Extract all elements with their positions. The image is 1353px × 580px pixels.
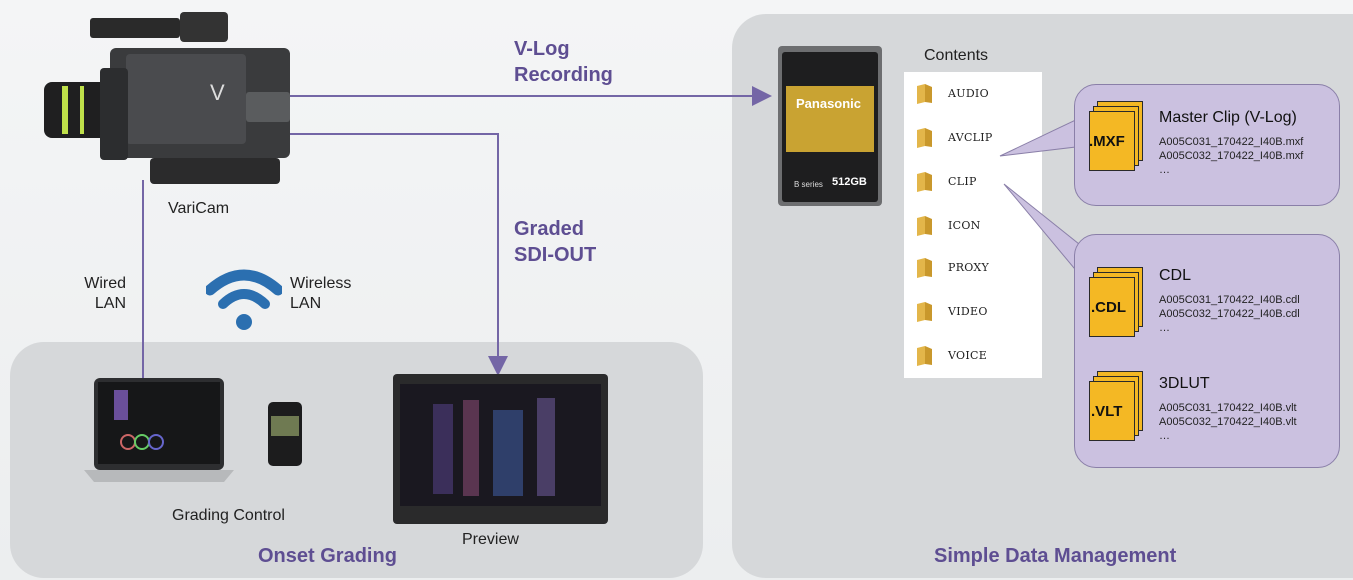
preview-label: Preview xyxy=(462,531,519,548)
vlt-file-2: A005C032_170422_I40B.vlt xyxy=(1159,416,1297,428)
folder-icon xyxy=(917,346,932,366)
folder-icon xyxy=(917,128,932,148)
card-series: B series xyxy=(794,180,823,189)
varicam-label: VariCam xyxy=(168,200,230,217)
cdl-file-icon: .CDL xyxy=(1089,267,1149,345)
cdl-file-1: A005C031_170422_I40B.cdl xyxy=(1159,294,1300,306)
folder-icon xyxy=(917,172,932,192)
folder-label: VIDEO xyxy=(948,305,988,318)
vlog-recording-label: V-Log Recording xyxy=(514,38,613,86)
mxf-file-2: A005C032_170422_I40B.mxf xyxy=(1159,150,1304,162)
folder-list: AUDIO AVCLIP CLIP ICON PROXY VIDEO VOICE xyxy=(904,72,1042,378)
cdl-file-more: … xyxy=(1159,322,1170,334)
card-capacity: 512GB xyxy=(832,176,867,188)
cdl-title: CDL xyxy=(1159,267,1192,284)
mxf-file-icon: .MXF xyxy=(1089,101,1149,179)
preview-monitor-image xyxy=(393,374,608,524)
sdi-out-arrow xyxy=(270,133,508,376)
vlt-file-icon: .VLT xyxy=(1089,371,1149,449)
grading-control-label: Grading Control xyxy=(172,507,285,524)
onset-grading-title: Onset Grading xyxy=(258,545,397,567)
wifi-icon xyxy=(204,264,284,336)
vlt-file-1: A005C031_170422_I40B.vlt xyxy=(1159,402,1297,414)
master-clip-callout: .MXF Master Clip (V-Log) A005C031_170422… xyxy=(1074,84,1340,206)
folder-label: AUDIO xyxy=(948,87,989,100)
wired-lan-label: Wired LAN xyxy=(84,275,126,312)
mxf-title: Master Clip (V-Log) xyxy=(1159,109,1297,126)
folder-icon xyxy=(917,302,932,322)
mxf-file-more: … xyxy=(1159,164,1170,176)
phone-image xyxy=(268,402,302,466)
graded-sdi-out-label: Graded SDI-OUT xyxy=(514,218,597,266)
vlt-file-more: … xyxy=(1159,430,1170,442)
mxf-file-1: A005C031_170422_I40B.mxf xyxy=(1159,136,1304,148)
contents-label: Contents xyxy=(924,47,989,64)
folder-icon xyxy=(917,216,932,236)
laptop-image xyxy=(84,376,234,486)
cdl-ext: .CDL xyxy=(1091,299,1126,316)
folder-label: CLIP xyxy=(948,175,977,188)
simple-data-management-title: Simple Data Management xyxy=(934,545,1177,567)
mxf-ext: .MXF xyxy=(1089,133,1125,150)
wireless-lan-label: Wireless LAN xyxy=(290,275,352,312)
cdl-lut-callout: .CDL CDL A005C031_170422_I40B.cdl A005C0… xyxy=(1074,234,1340,468)
folder-label: AVCLIP xyxy=(948,131,993,144)
varicam-camera-image: V xyxy=(40,8,300,193)
folder-icon xyxy=(917,258,932,278)
vlt-ext: .VLT xyxy=(1091,403,1123,420)
cdl-file-2: A005C032_170422_I40B.cdl xyxy=(1159,308,1300,320)
vlt-title: 3DLUT xyxy=(1159,375,1210,392)
svg-text:V: V xyxy=(210,80,225,105)
p2-card-image: Panasonic B series 512GB xyxy=(778,46,882,206)
folder-label: ICON xyxy=(948,219,981,232)
folder-label: VOICE xyxy=(948,349,988,362)
card-brand: Panasonic xyxy=(796,96,862,111)
folder-label: PROXY xyxy=(948,261,990,274)
folder-icon xyxy=(917,84,932,104)
